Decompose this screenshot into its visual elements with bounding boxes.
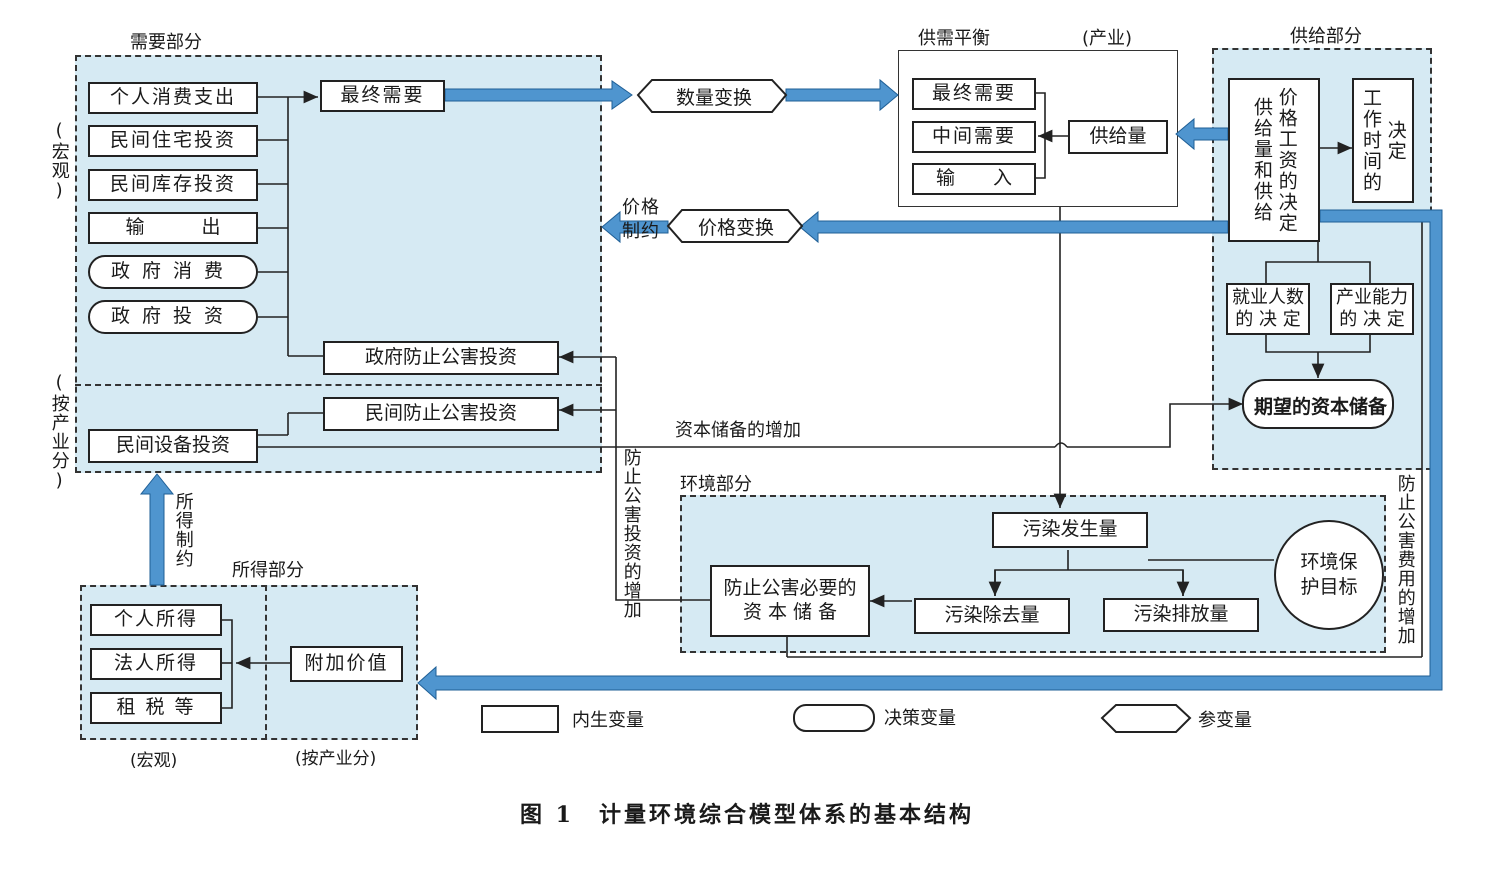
private-inventory-investment-box: 民间库存投资	[88, 169, 258, 201]
capacity-line1: 产业能力	[1336, 286, 1408, 308]
government-consumption-box: 政府消费	[88, 255, 258, 289]
income-macro-label: (宏观)	[130, 751, 178, 771]
personal-income-box: 个人所得	[90, 604, 222, 636]
supply-region-title: 供给部分	[1290, 26, 1362, 47]
by-industry-left-label: (按产业分)	[48, 372, 70, 492]
pollution-capital-storage-box: 防止公害必要的 资 本 储 备	[710, 565, 870, 637]
expected-capital-storage-label: 期望的资本储备	[1254, 396, 1388, 418]
income-industry-label: (按产业分)	[295, 749, 377, 769]
private-pollution-investment-box: 民间防止公害投资	[323, 397, 559, 431]
taxes-box: 租 税 等	[90, 692, 222, 724]
environment-protection-goal-node: 环境保 护目标	[1274, 520, 1384, 630]
demand-region-title: 需要部分	[130, 32, 202, 53]
corporate-income-box: 法人所得	[90, 648, 222, 680]
legend-endogenous-label: 内生变量	[572, 710, 644, 731]
export-box: 输 出	[88, 212, 258, 244]
supply-quantity-and-supply-text: 供给量和供给	[1251, 97, 1273, 223]
balance-region-title: 供需平衡	[918, 28, 990, 49]
figure-caption: 图 1 计量环境综合模型体系的基本结构	[520, 802, 974, 828]
price-conversion-node: 价格变换	[688, 212, 784, 240]
final-demand-box: 最终需要	[320, 80, 445, 112]
private-housing-investment-box: 民间住宅投资	[88, 125, 258, 157]
income-region-title: 所得部分	[232, 560, 304, 581]
private-equipment-investment-box: 民间设备投资	[88, 429, 258, 463]
legend-decision-label: 决策变量	[884, 708, 956, 729]
pollution-capital-line1: 防止公害必要的	[723, 577, 857, 600]
import-box: 输 入	[912, 163, 1036, 195]
capital-increase-label: 资本储备的增加	[675, 420, 801, 441]
legend-parameter-label: 参变量	[1198, 710, 1252, 731]
pollution-investment-increase-label: 防止公害投资的增加	[620, 448, 642, 619]
value-added-box: 附加价值	[290, 646, 403, 682]
employment-line2: 的 决 定	[1235, 309, 1301, 330]
pollution-cost-increase-label: 防止公害费用的增加	[1394, 474, 1416, 645]
demand-region-divider	[75, 384, 602, 386]
price-wage-determination-text: 价格工资的决定	[1275, 86, 1298, 234]
environment-region-title: 环境部分	[680, 474, 752, 495]
balance-final-demand-box: 最终需要	[912, 78, 1036, 110]
work-time-col1: 决定	[1384, 119, 1407, 162]
pollution-capital-line2: 资 本 储 备	[742, 601, 838, 623]
personal-consumption-box: 个人消费支出	[88, 82, 258, 114]
employment-determination-box: 就业人数 的 决 定	[1226, 283, 1310, 335]
pollution-generation-box: 污染发生量	[992, 512, 1148, 548]
work-time-col2: 工作时间的	[1360, 88, 1382, 193]
intermediate-demand-box: 中间需要	[912, 121, 1036, 153]
income-constraint-label: 所得制约	[172, 492, 194, 568]
work-time-determination-box: 决定 工作时间的	[1352, 78, 1414, 203]
government-investment-box: 政府投资	[88, 300, 258, 334]
capacity-line2: 的 决 定	[1339, 309, 1405, 330]
pollution-removed-box: 污染除去量	[914, 598, 1070, 634]
quantity-conversion-node: 数量变换	[658, 82, 770, 110]
employment-line1: 就业人数	[1232, 286, 1304, 308]
supply-quantity-box: 供给量	[1068, 120, 1168, 154]
pollution-emitted-box: 污染排放量	[1103, 598, 1259, 632]
gov-pollution-investment-box: 政府防止公害投资	[323, 341, 559, 375]
supply-price-wage-box: 价格工资的决定 供给量和供给	[1228, 78, 1320, 242]
capacity-determination-box: 产业能力 的 决 定	[1330, 283, 1414, 335]
industry-label: (产业)	[1082, 28, 1133, 49]
price-constraint-label: 价格制约	[622, 197, 660, 243]
macro-left-label: (宏观)	[48, 120, 70, 202]
